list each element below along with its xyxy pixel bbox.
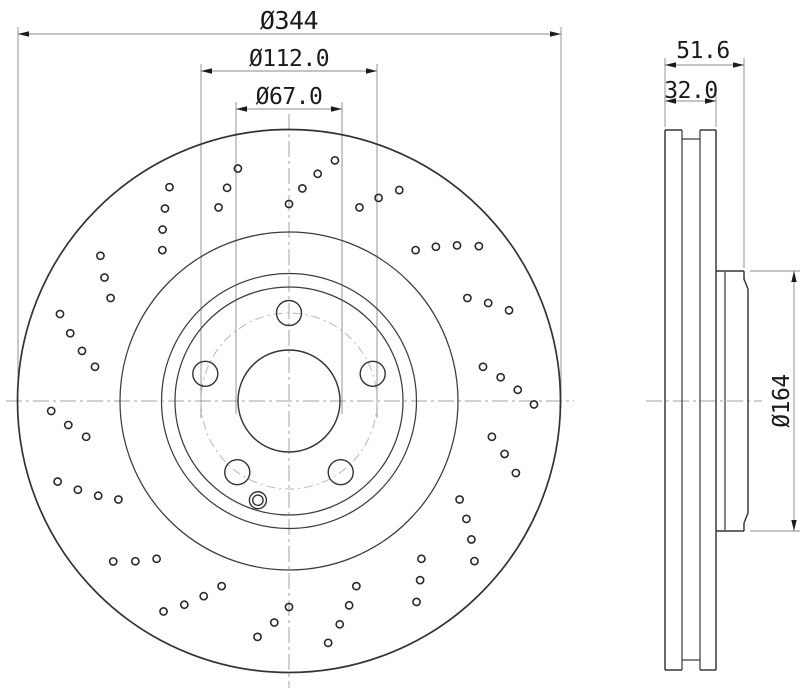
drilled-hole xyxy=(217,581,227,591)
drilled-hole xyxy=(53,477,63,486)
drilled-hole xyxy=(73,485,83,495)
drilled-hole xyxy=(284,602,294,612)
dim-label-hat-diameter: Ø164 xyxy=(769,374,795,427)
hat-outer-circle xyxy=(160,272,418,530)
drilled-hole xyxy=(81,432,91,442)
dimension-arrowhead xyxy=(791,520,797,531)
drilled-hole xyxy=(511,468,521,478)
drilled-hole xyxy=(179,600,189,610)
drilled-hole xyxy=(504,305,514,315)
bolt-circle-centerline xyxy=(200,312,378,490)
drilled-hole xyxy=(100,273,109,282)
dimension-arrowhead xyxy=(665,62,676,68)
drilled-hole xyxy=(330,155,340,165)
drilled-hole xyxy=(467,535,476,544)
drilled-hole xyxy=(284,199,294,209)
drilled-hole xyxy=(90,362,100,372)
drilled-hole xyxy=(222,183,232,193)
drilled-hole xyxy=(63,420,73,430)
dim-label-2: Ø67.0 xyxy=(256,84,323,110)
drilled-hole xyxy=(313,169,323,179)
drilled-hole xyxy=(158,225,168,234)
drilled-hole xyxy=(462,514,471,524)
drilled-hole xyxy=(496,372,506,382)
hat-step-circle xyxy=(174,286,404,516)
drilled-hole xyxy=(500,449,509,459)
drilled-hole xyxy=(415,575,425,585)
drilled-hole xyxy=(355,203,364,212)
hat-mounting-face xyxy=(743,271,749,531)
drilled-hole xyxy=(253,632,262,642)
drilled-hole xyxy=(351,581,361,591)
drilled-hole xyxy=(335,619,345,629)
dim-label-1: Ø112.0 xyxy=(249,46,329,72)
drilled-hole xyxy=(297,184,307,193)
drilled-hole xyxy=(411,245,421,255)
drilled-hole xyxy=(513,385,523,395)
drilled-hole xyxy=(374,193,383,203)
outer-diameter-circle xyxy=(16,128,562,674)
friction-surface-inner-circle xyxy=(119,231,459,571)
dimension-arrowhead xyxy=(733,62,744,68)
drilled-hole xyxy=(159,607,168,616)
drilled-hole xyxy=(478,362,488,372)
dim-label-total-width: 51.6 xyxy=(676,38,729,64)
drilled-hole xyxy=(165,182,174,192)
drilled-hole xyxy=(412,597,421,607)
drilled-hole xyxy=(113,495,123,504)
center-bore-circle xyxy=(237,349,341,453)
dim-label-0: Ø344 xyxy=(260,6,318,35)
drilled-hole xyxy=(93,491,103,501)
pin-hole-outer xyxy=(248,491,268,510)
drilled-hole xyxy=(452,241,462,250)
drilled-hole xyxy=(77,346,87,356)
drilled-hole xyxy=(463,293,472,303)
drilled-hole xyxy=(431,242,441,252)
bolt-hole xyxy=(327,458,354,486)
dimension-arrowhead xyxy=(18,31,29,37)
drilled-hole xyxy=(233,164,243,173)
drilled-hole xyxy=(344,600,354,610)
drilled-hole xyxy=(157,245,167,255)
bolt-hole xyxy=(275,299,303,327)
dimension-arrowhead xyxy=(791,271,797,282)
drilled-hole xyxy=(483,298,493,308)
drilled-hole xyxy=(474,241,484,251)
drilled-hole xyxy=(160,204,170,213)
drilled-hole xyxy=(108,557,118,566)
dimension-arrowhead xyxy=(331,106,342,112)
drilled-hole xyxy=(487,432,497,442)
pin-hole-inner xyxy=(251,494,264,507)
bolt-hole xyxy=(224,458,251,486)
drilled-hole xyxy=(55,309,65,319)
dim-label-disc-thickness: 32.0 xyxy=(664,78,717,104)
drilled-hole xyxy=(96,251,105,261)
drilled-hole xyxy=(394,185,404,195)
drilled-hole xyxy=(199,591,209,601)
drilled-hole xyxy=(470,556,479,566)
drilled-hole xyxy=(269,618,279,627)
dimension-arrowhead xyxy=(665,98,676,104)
dimension-arrowhead xyxy=(705,98,716,104)
drilled-hole xyxy=(106,293,115,303)
drilled-hole xyxy=(417,554,426,564)
drilled-hole xyxy=(323,638,333,648)
drilled-hole xyxy=(529,400,539,409)
bolt-hole xyxy=(359,360,386,388)
drilled-hole xyxy=(65,328,75,338)
dimension-arrowhead xyxy=(550,31,561,37)
dimension-arrowhead xyxy=(366,68,377,74)
drilled-hole xyxy=(455,495,465,504)
dimension-arrowhead xyxy=(236,106,247,112)
drilled-hole xyxy=(130,556,140,566)
drilled-hole xyxy=(214,203,223,212)
bolt-hole xyxy=(192,360,219,388)
dimension-arrowhead xyxy=(201,68,212,74)
drilled-hole xyxy=(152,554,161,564)
drilled-hole xyxy=(46,406,56,416)
